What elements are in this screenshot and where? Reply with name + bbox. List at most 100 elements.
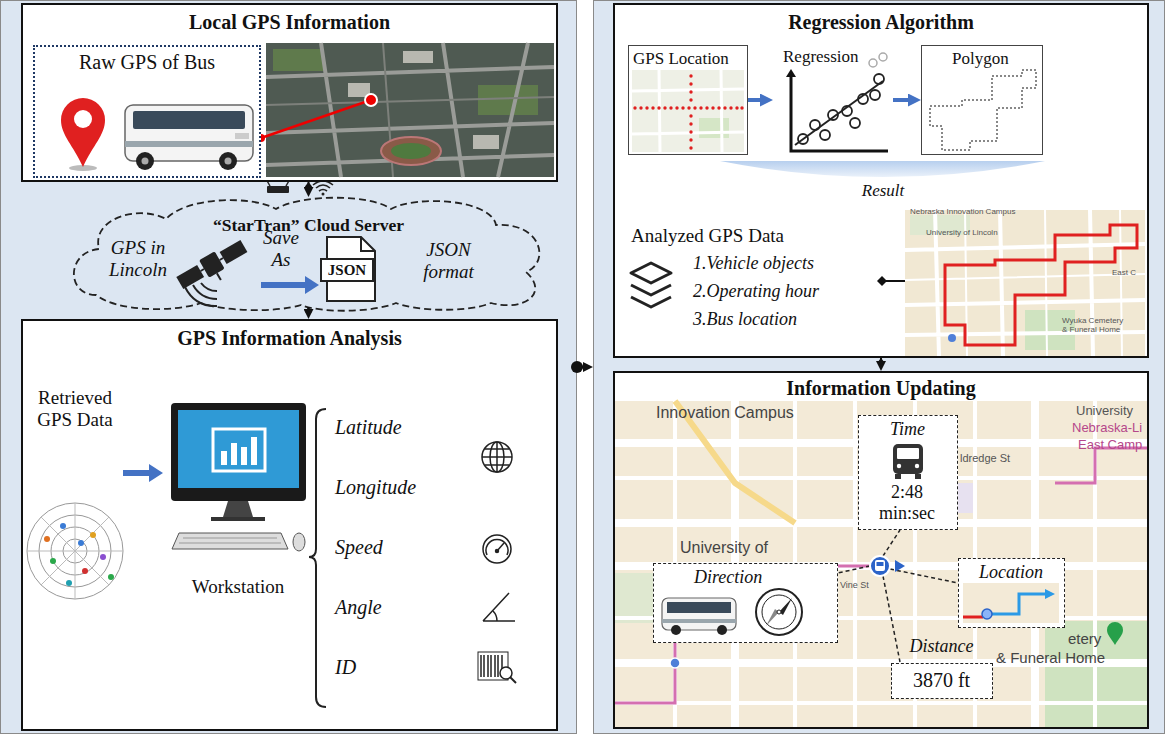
heading-text: Direction: [694, 567, 762, 588]
map-pin: [61, 98, 105, 167]
satellite-icon: [176, 265, 204, 289]
gps-points-map: [657, 106, 660, 109]
route-map: [945, 225, 1137, 345]
cloud-server: “StarTran” Cloud ServerGPS in LincolnSav…: [71, 197, 546, 307]
map-pin: [61, 98, 105, 171]
workstation-icon: [293, 533, 305, 551]
analysis-box: GPS Information AnalysisRetrieved GPS Da…: [21, 319, 558, 731]
polygon-outline: [930, 70, 1036, 150]
workstation-icon: [231, 443, 237, 465]
polar-chart: [60, 523, 66, 529]
street-map: [615, 401, 1147, 727]
direction-callout: Direction: [653, 563, 838, 643]
connector-arrow: [880, 358, 882, 363]
leader-lines: [883, 530, 900, 556]
icon-label: JSON: [321, 260, 373, 280]
barcode-icon: [481, 655, 502, 677]
route-map: [905, 210, 1145, 356]
retrieve-arrow: [123, 464, 163, 482]
bus-icon: [219, 152, 237, 170]
scatter-plot: [798, 74, 884, 144]
gps-points-map: [689, 90, 692, 93]
route-map: [948, 334, 956, 342]
gps-points-map: [699, 118, 729, 138]
body-text: Speed: [335, 536, 383, 559]
heading-text: GPS Information Analysis: [23, 327, 556, 350]
gps-points-map: [689, 82, 692, 85]
bus-marker: [870, 556, 905, 576]
polar-chart: [27, 503, 123, 599]
scatter-plot: [798, 134, 808, 144]
map-label: & Funeral Home: [996, 649, 1105, 666]
scatter-plot: [828, 110, 838, 120]
heading-text: GPS Location: [633, 49, 729, 69]
gps-points-map: [651, 106, 654, 109]
gps-points-map: [693, 106, 696, 109]
gps-link: [365, 94, 377, 106]
map-label: Vine St: [840, 580, 869, 590]
workstation-icon: [251, 437, 257, 465]
location-map: [982, 609, 992, 619]
workstation-icon: [213, 429, 265, 471]
gps-points-map: [717, 106, 720, 109]
leader-lines: [838, 566, 870, 573]
polar-chart: [90, 532, 96, 538]
bus-icon: [235, 133, 249, 139]
workstation-icon: [171, 403, 306, 551]
connector-arrow: [308, 182, 310, 189]
result-band: [720, 161, 1045, 177]
gps-points-map: [689, 138, 692, 141]
layers-icon: [631, 263, 671, 307]
body-text: 2.Operating hour: [693, 281, 819, 302]
scatter-plot: [870, 90, 880, 100]
satellite-photo: [403, 51, 433, 63]
satellite-icon: [220, 258, 223, 260]
map-pin: [74, 110, 92, 128]
bus-marker: [877, 562, 884, 566]
polar-chart: [100, 554, 106, 560]
location-map: [983, 594, 1047, 614]
bus-symbol: [893, 444, 923, 474]
angle-icon: [483, 593, 515, 621]
location-callout: Location: [958, 558, 1065, 628]
router-icon: [267, 186, 289, 193]
bus-symbol: [895, 474, 901, 479]
leader-line: [877, 276, 905, 286]
gps-points-map: [689, 146, 692, 149]
workstation-icon: [179, 538, 281, 543]
body-text: Workstation: [163, 576, 313, 598]
compass-icon: [762, 595, 796, 629]
polar-chart: [50, 558, 56, 564]
cloud-outline: [74, 198, 540, 311]
save-arrow: [261, 276, 319, 294]
satellite-photo: [266, 43, 554, 177]
workstation-icon: [211, 517, 265, 521]
gps-points-map: [723, 106, 726, 109]
bus-marker: [870, 556, 890, 576]
gps-points-map: [632, 70, 744, 152]
satellite-photo: [391, 143, 431, 159]
workstation-icon: [178, 410, 299, 488]
compass-icon: [777, 610, 781, 614]
body-text: Longitude: [335, 476, 416, 499]
scatter-plot: [842, 106, 852, 116]
leader-lines: [883, 576, 900, 662]
gps-points-map: [633, 74, 743, 149]
workstation-icon: [241, 447, 247, 465]
location-map: [963, 616, 983, 619]
map-label: Nebraska Innovation Campus: [910, 207, 1015, 216]
bus-icon: [142, 158, 149, 165]
gps-points-map: [735, 106, 738, 109]
satellite-photo: [478, 85, 538, 115]
signal-waves: [185, 287, 217, 306]
street-map: [615, 401, 1147, 727]
satellite-photo: [266, 43, 554, 177]
retrieve-arrow: [149, 464, 163, 482]
gps-points-map: [663, 106, 666, 109]
body-text: 3870 ft: [892, 669, 991, 692]
barcode-icon: [478, 652, 516, 683]
gps-points-map: [633, 106, 636, 109]
bus-icon: [662, 619, 736, 623]
json-file-icon: [321, 259, 373, 281]
bus-symbol: [915, 474, 921, 479]
